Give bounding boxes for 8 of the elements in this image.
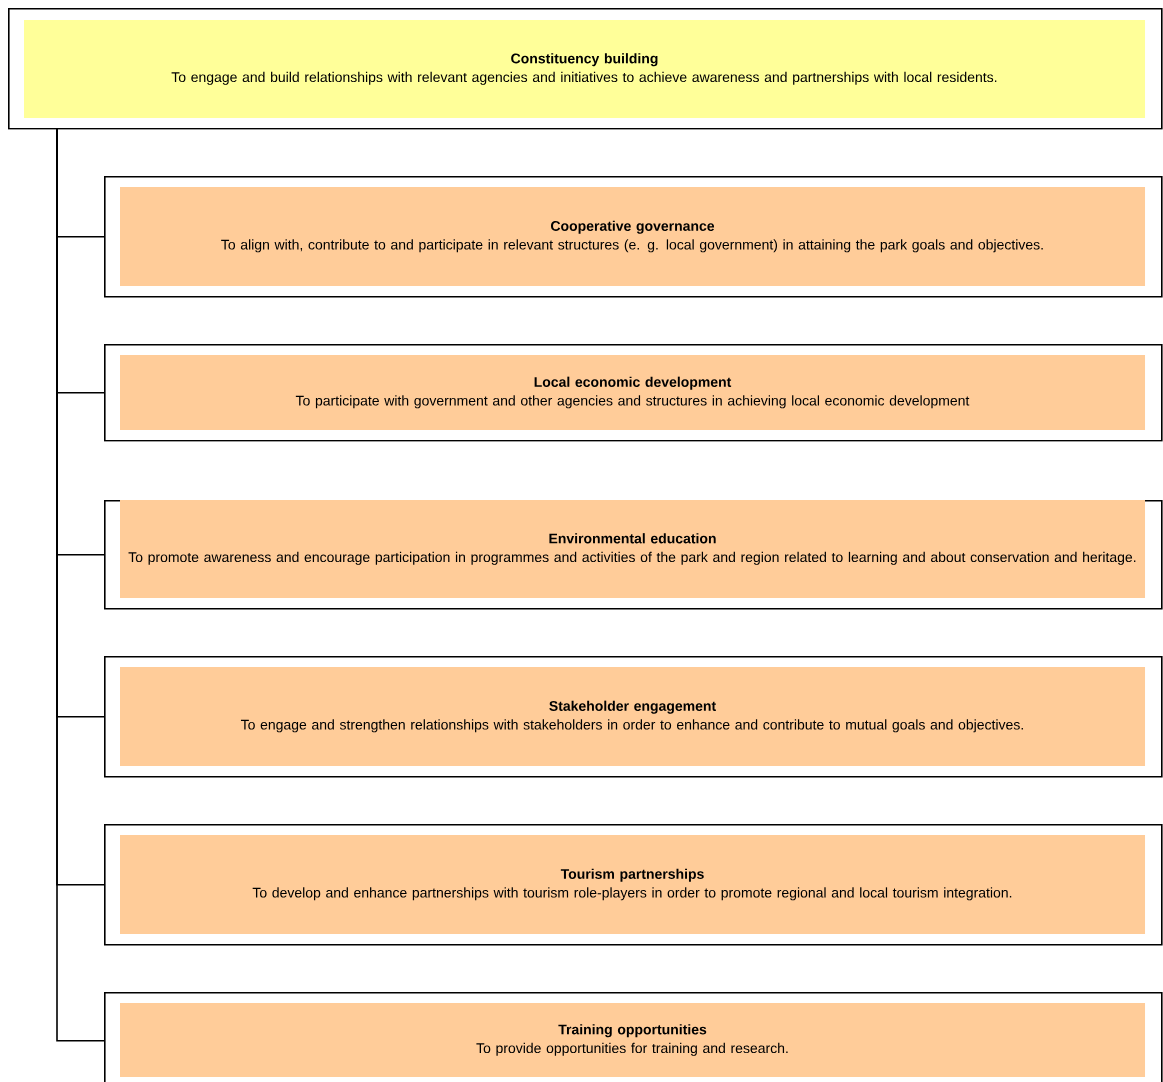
objective-box: Tourism partnerships To develop and enhance partnerships with tourism role-players in order to promote regional and local tourism integration. [104, 824, 1163, 946]
objective-box: Constituency building To engage and build relationships with relevant agencies and initiatives to achieve awareness and partnerships with local residents. [8, 8, 1163, 130]
objective-box: Local economic development To participate with government and other agencies and structures in achieving local economic development [104, 344, 1163, 442]
objective-box: Environmental education To promote awareness and encourage participation in programmes and activities of the park and region related to learning and about conservation and heritage. [104, 500, 1163, 610]
objective-box: Stakeholder engagement To engage and strengthen relationships with stakeholders in order to enhance and contribute to mutual goals and objectives. [104, 656, 1163, 778]
connector-line [56, 128, 105, 1042]
objective-box: Training opportunities To provide opportunities for training and research. [104, 992, 1163, 1082]
objective-box: Cooperative governance To align with, contribute to and participate in relevant structures (e. g. local government) in attaining the park goals and objectives. [104, 176, 1163, 298]
